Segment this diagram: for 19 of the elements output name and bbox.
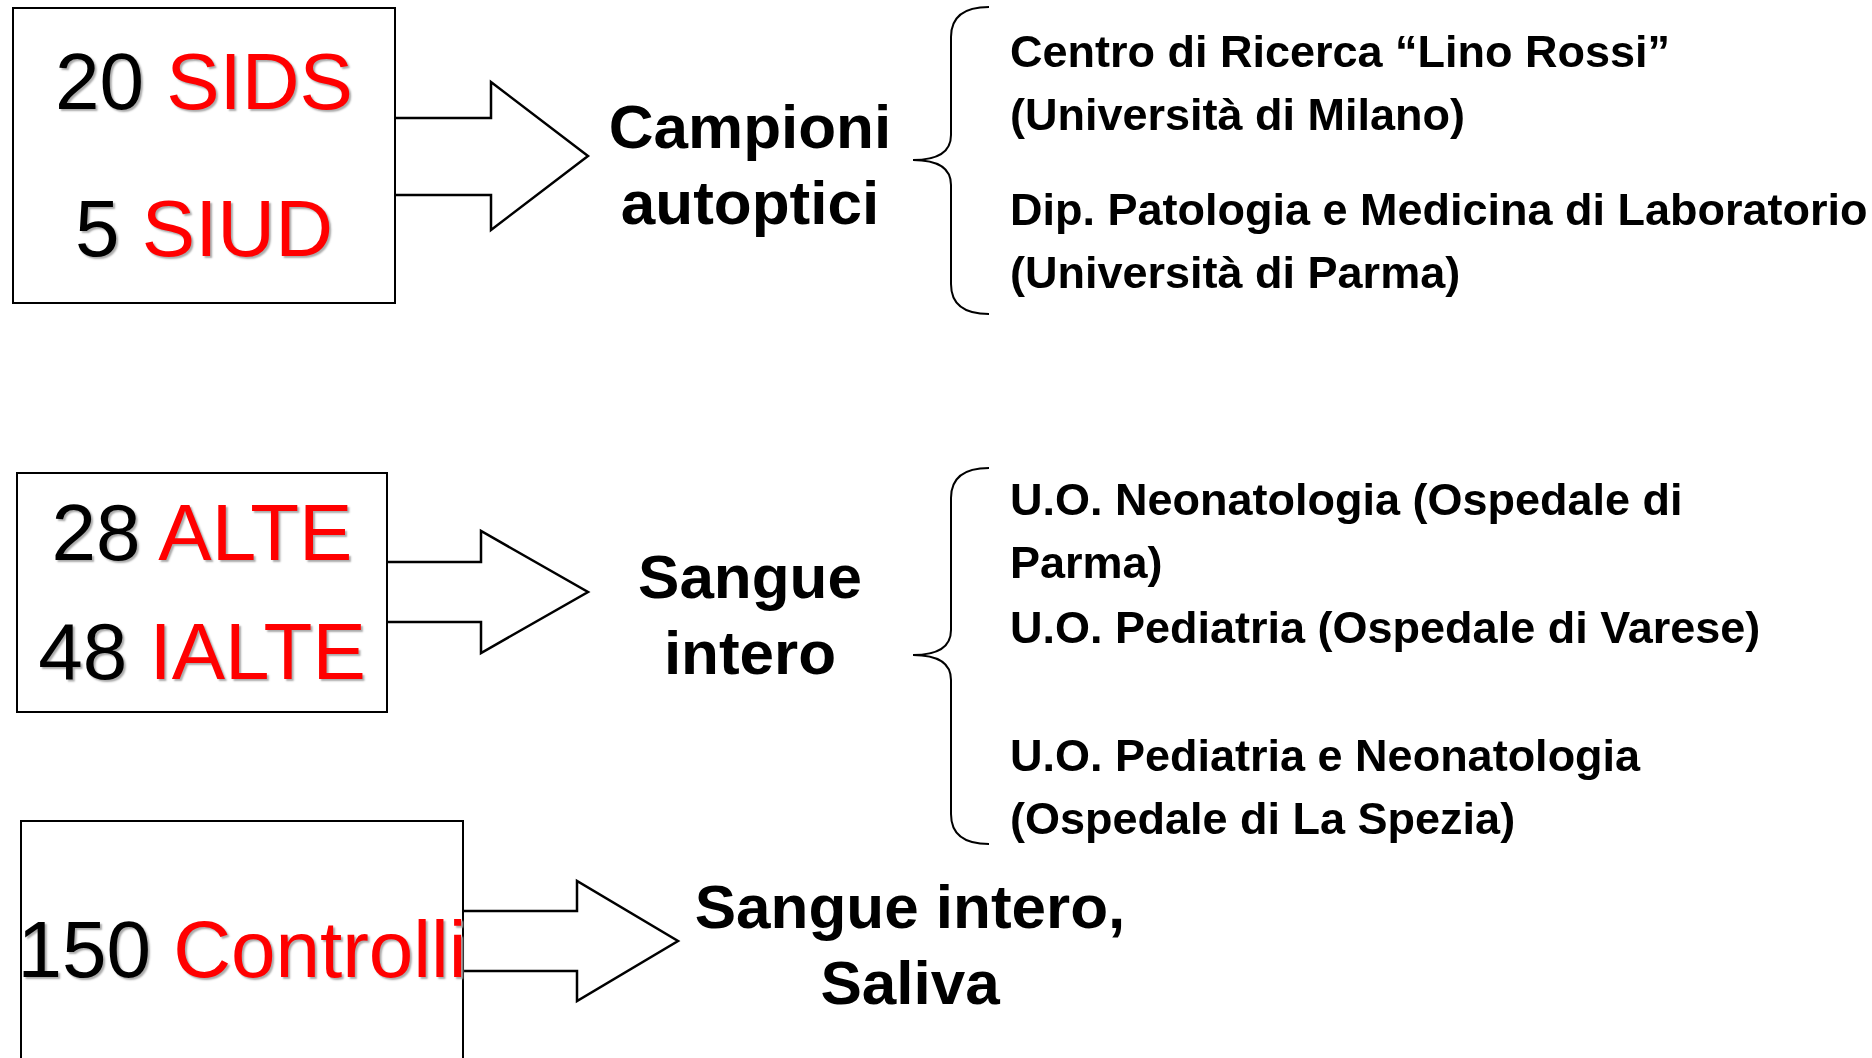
case-count: 150 Controlli [17,910,467,990]
institution-text: Centro di Ricerca “Lino Rossi” (Università di Milano) [1010,25,1672,142]
institution-text: Dip. Patologia e Medicina di Laboratorio (Università di Parma) [1010,183,1869,300]
institution-text: U.O. Pediatria e Neonatologia (Ospedale di La Spezia) [1010,729,1642,846]
block-arrow [386,528,591,656]
case-count: 20 SIDS [55,42,353,123]
sample-type-text: Sangue intero [637,541,863,689]
sample-type-text: Campioni autoptici [607,91,893,239]
sample-type-text: Sangue intero, Saliva [693,871,1127,1019]
institution-text: U.O. Pediatria (Ospedale di Varese) [1010,601,1762,655]
block-arrow [462,878,681,1004]
block-arrow [394,79,591,233]
case-count: 28 ALTE [51,493,353,574]
sample-box [12,7,396,304]
case-count: 48 IALTE [38,611,366,692]
sample-box [20,820,464,1058]
case-count: 5 SIUD [75,188,333,269]
sample-box [16,472,388,713]
institution-text: U.O. Neonatologia (Ospedale di Parma) [1010,473,1684,590]
